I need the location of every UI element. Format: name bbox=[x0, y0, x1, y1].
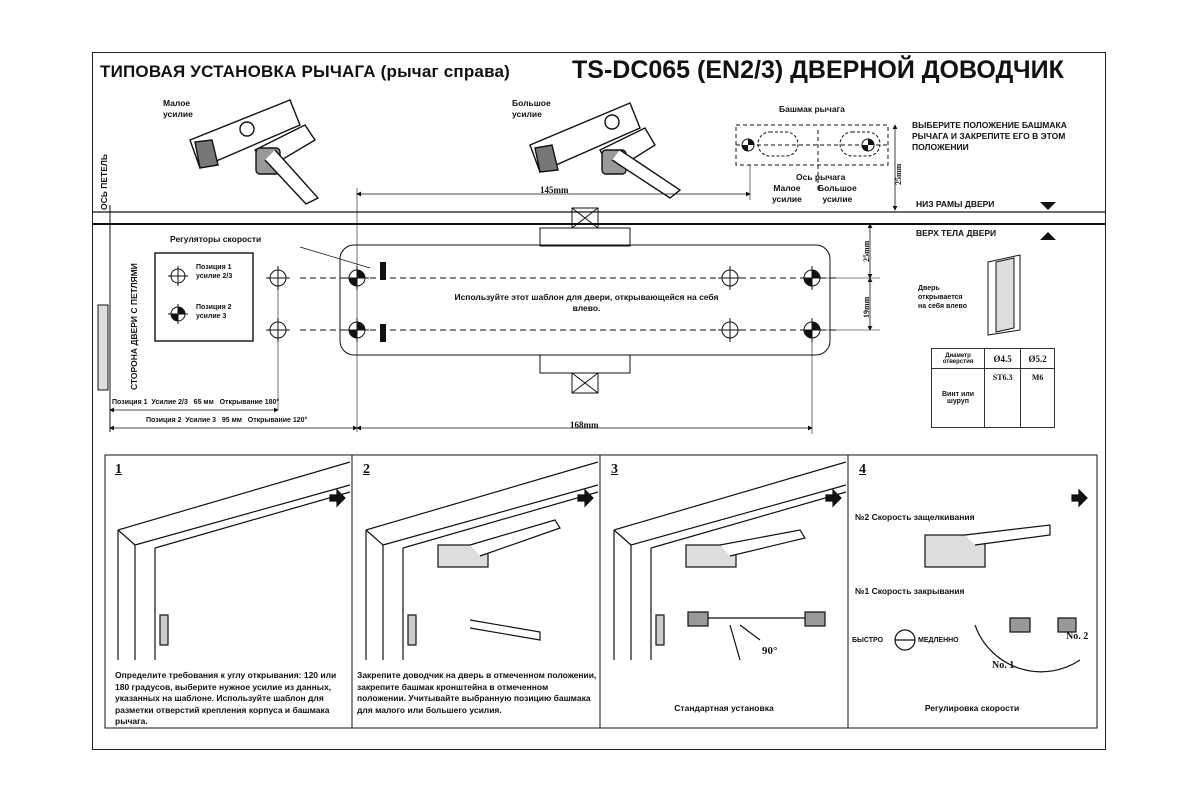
low-force-arm-illustration bbox=[189, 99, 320, 205]
door-opens-label: Дверь открывается на себя влево bbox=[918, 285, 967, 310]
shoe-high-label: Большое усилие bbox=[818, 183, 857, 204]
diameter-2: Ø5.2 bbox=[1020, 348, 1055, 369]
speed-regulator-1 bbox=[380, 262, 386, 280]
door-top-label: ВЕРХ ТЕЛА ДВЕРИ bbox=[916, 228, 997, 238]
high-force-label: Большое усилие bbox=[512, 98, 551, 119]
speed-regulator-2 bbox=[380, 324, 386, 342]
frame-bottom-label: НИЗ РАМЫ ДВЕРИ bbox=[916, 199, 995, 209]
step-3-text: Стандартная установка bbox=[674, 703, 774, 713]
step-1-text: Определите требования к углу открывания:… bbox=[115, 670, 337, 726]
step-3-number: 3 bbox=[611, 462, 618, 477]
screw-1: ST6.3 bbox=[992, 373, 1013, 382]
closer-body-outline bbox=[300, 207, 840, 394]
step4-illustration bbox=[894, 488, 1088, 673]
step3-illustration bbox=[613, 461, 847, 661]
step-4-speed2: №2 Скорость защелкивания bbox=[855, 512, 975, 522]
template-holes bbox=[266, 266, 824, 342]
arrow-up-icon bbox=[1040, 232, 1056, 240]
step-4-text: Регулировка скорости bbox=[924, 703, 1020, 713]
step-2-text: Закрепите доводчик на дверь в отмеченном… bbox=[357, 670, 597, 715]
step-4-no2: No. 2 bbox=[1066, 631, 1089, 642]
position-2-row: Позиция 2 Усилие 3 95 мм Открывание 120° bbox=[146, 417, 308, 424]
diameter-label: Диаметр отверстия bbox=[931, 348, 985, 369]
step-3-angle: 90° bbox=[762, 645, 778, 657]
step-4-no1: No. 1 bbox=[992, 660, 1015, 671]
hinge-axis-label: ОСЬ ПЕТЕЛЬ bbox=[99, 154, 109, 210]
steps-frame bbox=[104, 454, 1098, 729]
step-4-number: 4 bbox=[859, 462, 866, 477]
step-4-slow: МЕДЛЕННО bbox=[918, 637, 959, 644]
page-title-right: TS-DC065 (EN2/3) ДВЕРНОЙ ДОВОДЧИК bbox=[572, 56, 1064, 84]
position-2-label: Позиция 2 усилие 3 bbox=[196, 304, 232, 320]
arrow-down-icon bbox=[1040, 202, 1056, 210]
dim-168: 168mm bbox=[570, 420, 599, 430]
template-instruction: Используйте этот шаблон для двери, откры… bbox=[454, 292, 719, 313]
hinge-icon bbox=[97, 304, 109, 391]
step1-illustration bbox=[117, 461, 351, 660]
arm-shoe-title: Башмак рычага bbox=[779, 104, 845, 114]
arm-shoe-instruction: ВЫБЕРИТЕ ПОЛОЖЕНИЕ БАШМАКА РЫЧАГА И ЗАКР… bbox=[912, 120, 1067, 152]
step-4-speed1: №1 Скорость закрывания bbox=[855, 586, 965, 596]
dim-19: 19mm bbox=[862, 296, 871, 318]
low-force-label: Малое усилие bbox=[163, 98, 193, 119]
position-legend-box bbox=[154, 252, 254, 342]
shoe-hole-marks bbox=[741, 138, 875, 152]
screw-2: M6 bbox=[1031, 373, 1044, 382]
dim-25-body: 25mm bbox=[862, 240, 871, 262]
dim-145: 145mm bbox=[540, 185, 569, 195]
step2-illustration bbox=[365, 461, 599, 660]
step-4-fast: БЫСТРО bbox=[852, 637, 884, 644]
screw-label: Винт или шуруп bbox=[931, 368, 985, 428]
dim-25-right: 25mm bbox=[894, 163, 903, 185]
shoe-low-label: Малое усилие bbox=[772, 183, 802, 204]
step-1-number: 1 bbox=[115, 462, 122, 477]
screw-2-cell: M6 bbox=[1020, 368, 1055, 428]
door-icon bbox=[987, 254, 1021, 336]
hinge-side-label: СТОРОНА ДВЕРИ С ПЕТЛЯМИ bbox=[129, 263, 139, 390]
position-1-label: Позиция 1 усилие 2/3 bbox=[196, 264, 233, 280]
high-force-arm-illustration bbox=[529, 102, 682, 199]
speed-regulators-label: Регуляторы скорости bbox=[170, 234, 262, 244]
position-1-row: Позиция 1 Усилие 2/3 65 мм Открывание 18… bbox=[112, 399, 280, 406]
diameter-1: Ø4.5 bbox=[983, 348, 1022, 369]
page-title-left: ТИПОВАЯ УСТАНОВКА РЫЧАГА (рычаг справа) bbox=[100, 62, 511, 81]
arm-axis-label: Ось рычага bbox=[796, 172, 846, 182]
step-2-number: 2 bbox=[363, 462, 370, 477]
hole-table: Диаметр отверстия Ø4.5 Ø5.2 Винт или шур… bbox=[931, 348, 1055, 428]
screw-1-cell: ST6.3 bbox=[983, 368, 1022, 428]
drawing-sheet bbox=[92, 52, 1106, 750]
